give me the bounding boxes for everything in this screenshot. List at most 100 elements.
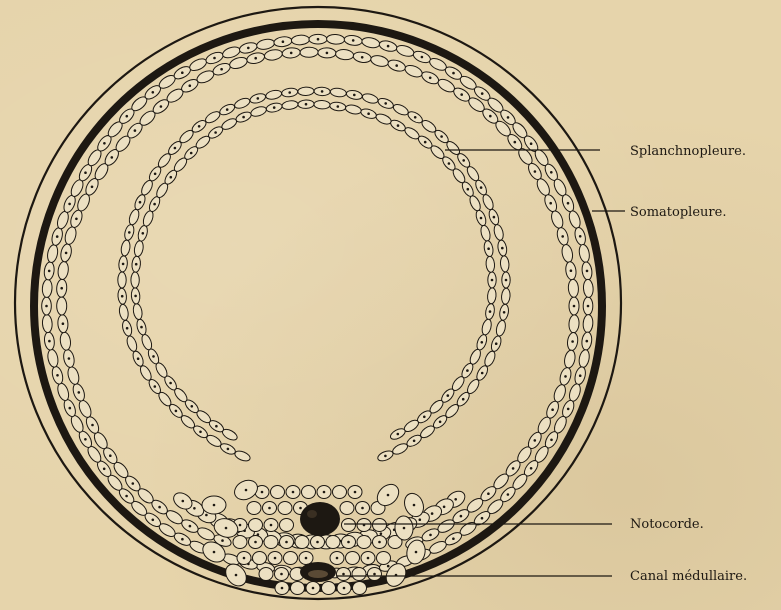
cell-nucleus [570, 269, 573, 272]
cell-nucleus [175, 410, 178, 413]
cell [361, 92, 379, 105]
cell [77, 399, 93, 420]
cell-nucleus [235, 574, 238, 577]
cell-nucleus [460, 515, 463, 518]
cell-nucleus [530, 467, 533, 470]
cell-nucleus [65, 252, 68, 255]
cell-nucleus [254, 57, 257, 60]
cell-nucleus [62, 322, 65, 325]
cell-nucleus [154, 173, 157, 176]
cell-nucleus [373, 573, 376, 576]
cell [250, 105, 268, 118]
cell-nucleus [480, 186, 483, 189]
cell [567, 209, 582, 229]
figure-labels: Splanchnopleure. Somatopleure. Notocorde… [630, 144, 747, 584]
cell-nucleus [160, 105, 163, 108]
cell [346, 552, 360, 565]
cell-nucleus [257, 97, 260, 100]
cell-nucleus [403, 527, 406, 530]
cell-nucleus [384, 102, 387, 105]
cell-nucleus [579, 235, 582, 238]
cell-nucleus [448, 162, 451, 165]
cell-nucleus [487, 247, 490, 250]
cell-nucleus [503, 311, 506, 314]
cell-nucleus [567, 202, 570, 205]
cell-nucleus [134, 129, 137, 132]
cell [563, 349, 577, 369]
cell [125, 335, 138, 353]
cell [298, 87, 314, 96]
cell-nucleus [132, 482, 135, 485]
cell [127, 208, 140, 226]
cell-nucleus [282, 40, 285, 43]
cell-nucleus [431, 512, 434, 515]
cell-nucleus [467, 188, 470, 191]
cell [233, 536, 247, 549]
cell [295, 536, 309, 549]
cell-nucleus [354, 491, 357, 494]
cell-nucleus [126, 327, 129, 330]
cell-nucleus [227, 448, 230, 451]
cell [46, 244, 59, 264]
cell [264, 48, 283, 61]
cell-nucleus [75, 218, 78, 221]
cell-nucleus [69, 407, 72, 410]
cell-nucleus [274, 557, 277, 560]
cell-nucleus [268, 507, 271, 510]
cell [322, 582, 336, 595]
cell [278, 502, 292, 515]
cell-nucleus [587, 305, 590, 308]
cell [395, 43, 415, 58]
cell-nucleus [378, 541, 381, 544]
cell [501, 288, 511, 305]
cell-nucleus [68, 203, 71, 206]
cell [196, 525, 217, 542]
cell-nucleus [103, 468, 106, 471]
cell-nucleus [305, 557, 308, 560]
cell-nucleus [213, 57, 216, 60]
cell [46, 349, 59, 369]
cell [377, 552, 391, 565]
cell-nucleus [352, 39, 355, 42]
cell-nucleus [193, 507, 196, 510]
cell [481, 193, 495, 211]
cell-nucleus [109, 454, 112, 457]
cell [56, 382, 71, 402]
cell [140, 333, 153, 351]
cell-nucleus [68, 357, 71, 360]
cell-nucleus [169, 382, 172, 385]
cell [495, 319, 507, 337]
cell-nucleus [125, 495, 128, 498]
cell [291, 35, 310, 46]
cell-nucleus [305, 103, 308, 106]
cell [479, 224, 491, 242]
cell-nucleus [126, 115, 129, 118]
cell [57, 261, 69, 280]
cell-nucleus [505, 279, 508, 282]
cell-nucleus [78, 391, 81, 394]
cell-nucleus [281, 587, 284, 590]
cell-nucleus [214, 131, 217, 134]
cell-nucleus [45, 305, 48, 308]
cell-nucleus [261, 491, 264, 494]
cell [259, 568, 273, 581]
cell [118, 272, 126, 288]
cell-nucleus [395, 64, 398, 67]
cell [483, 350, 497, 368]
cell [57, 297, 67, 315]
cell-nucleus [443, 506, 446, 509]
cell-nucleus [413, 440, 416, 443]
cell-nucleus [153, 203, 156, 206]
cell [333, 486, 347, 499]
cell-nucleus [111, 156, 114, 159]
cell-nucleus [220, 68, 223, 71]
cell-nucleus [48, 340, 51, 343]
cell-nucleus [481, 517, 484, 520]
cell-nucleus [181, 538, 184, 541]
cell-nucleus [462, 159, 465, 162]
cell-nucleus [142, 232, 145, 235]
cell-nucleus [326, 52, 329, 55]
cell-nucleus [567, 408, 570, 411]
cell-nucleus [561, 235, 564, 238]
cell-nucleus [135, 263, 138, 266]
